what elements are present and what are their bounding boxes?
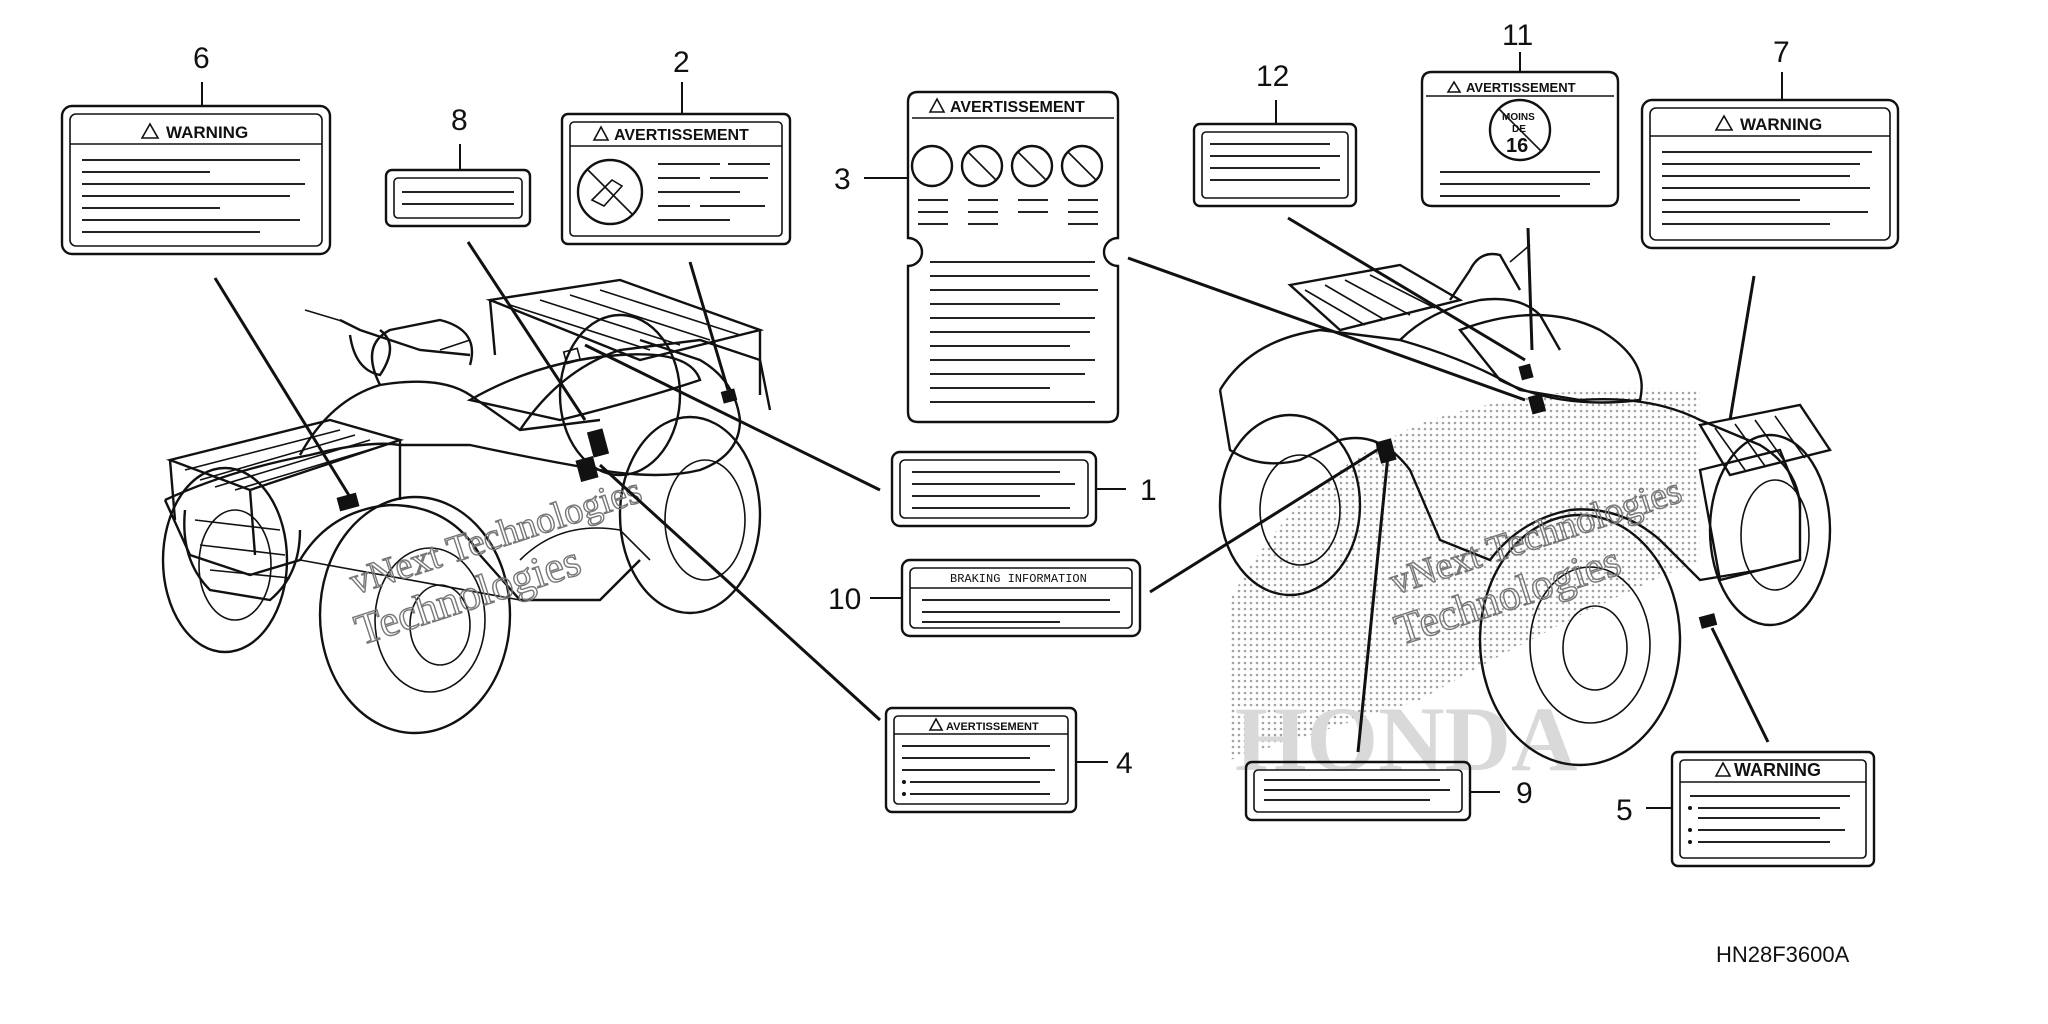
watermark-left: vNext Technologies Technologies xyxy=(344,469,647,656)
callout-number-11: 11 xyxy=(1502,19,1533,52)
warning-pictogram-4 xyxy=(1060,144,1104,188)
callout-number-8: 8 xyxy=(451,104,468,137)
svg-text:DE: DE xyxy=(1512,124,1526,135)
leader-line-7 xyxy=(1728,275,1756,421)
label-6-warning[interactable]: WARNING xyxy=(60,104,332,256)
leader-line-4 xyxy=(598,463,882,722)
svg-text:MOINS: MOINS xyxy=(1502,112,1535,123)
warning-pictogram-3 xyxy=(1010,144,1054,188)
no-tools-icon xyxy=(576,158,644,226)
label-7-title: WARNING xyxy=(1740,115,1822,134)
label-5-warning[interactable]: WARNING xyxy=(1670,750,1876,868)
leader-line-9 xyxy=(1356,454,1390,753)
leader-line-1 xyxy=(584,343,881,492)
callout-number-9: 9 xyxy=(1516,777,1533,810)
atv-left-illustration xyxy=(161,278,772,735)
leader-line-5 xyxy=(1710,627,1770,743)
leader-line-8 xyxy=(466,241,587,421)
label-8[interactable] xyxy=(384,168,532,228)
honda-logo-text: HONDA xyxy=(1235,688,1577,790)
label-10-title: BRAKING INFORMATION xyxy=(950,572,1087,586)
label-4-avertissement[interactable]: AVERTISSEMENT xyxy=(884,706,1078,814)
diagram-code: HN28F3600A xyxy=(1716,942,1850,967)
warning-pictogram-1 xyxy=(910,144,954,188)
leader-line-12 xyxy=(1287,216,1526,362)
label-3-avertissement[interactable]: AVERTISSEMENT xyxy=(906,90,1120,424)
label-12[interactable] xyxy=(1192,122,1358,208)
label-6-title: WARNING xyxy=(166,123,248,142)
label-11-avertissement[interactable]: AVERTISSEMENT MOINS DE 16 xyxy=(1420,70,1620,208)
leader-line-10 xyxy=(1149,443,1386,594)
callout-number-5: 5 xyxy=(1616,794,1633,827)
leader-line-2 xyxy=(688,261,730,391)
label-9[interactable] xyxy=(1244,760,1472,822)
svg-text:16: 16 xyxy=(1506,135,1528,157)
callout-number-12: 12 xyxy=(1256,60,1289,93)
label-11-title: AVERTISSEMENT xyxy=(1466,80,1576,95)
label-5-title: WARNING xyxy=(1734,760,1821,780)
callout-number-4: 4 xyxy=(1116,747,1133,780)
callout-number-3: 3 xyxy=(834,163,851,196)
callout-number-2: 2 xyxy=(673,46,690,79)
label-2-title: AVERTISSEMENT xyxy=(614,127,749,144)
callout-number-1: 1 xyxy=(1140,474,1157,507)
leader-line-3 xyxy=(1127,256,1526,402)
label-3-title: AVERTISSEMENT xyxy=(950,99,1085,116)
label-7-warning[interactable]: WARNING xyxy=(1640,98,1900,250)
leader-line-6 xyxy=(213,277,352,498)
callout-number-10: 10 xyxy=(828,583,861,616)
label-10-braking-information[interactable]: BRAKING INFORMATION xyxy=(900,558,1142,638)
label-1[interactable] xyxy=(890,450,1098,528)
callout-number-6: 6 xyxy=(193,42,210,75)
leader-line-11 xyxy=(1526,227,1534,351)
atv-right-illustration xyxy=(1218,244,1832,767)
callout-number-7: 7 xyxy=(1773,36,1790,69)
honda-logo-background: HONDA xyxy=(1230,388,1700,790)
warning-pictogram-2 xyxy=(960,144,1004,188)
label-4-title: AVERTISSEMENT xyxy=(946,721,1039,733)
label-2-avertissement[interactable]: AVERTISSEMENT xyxy=(560,112,792,246)
age-restriction-badge xyxy=(1488,98,1552,162)
